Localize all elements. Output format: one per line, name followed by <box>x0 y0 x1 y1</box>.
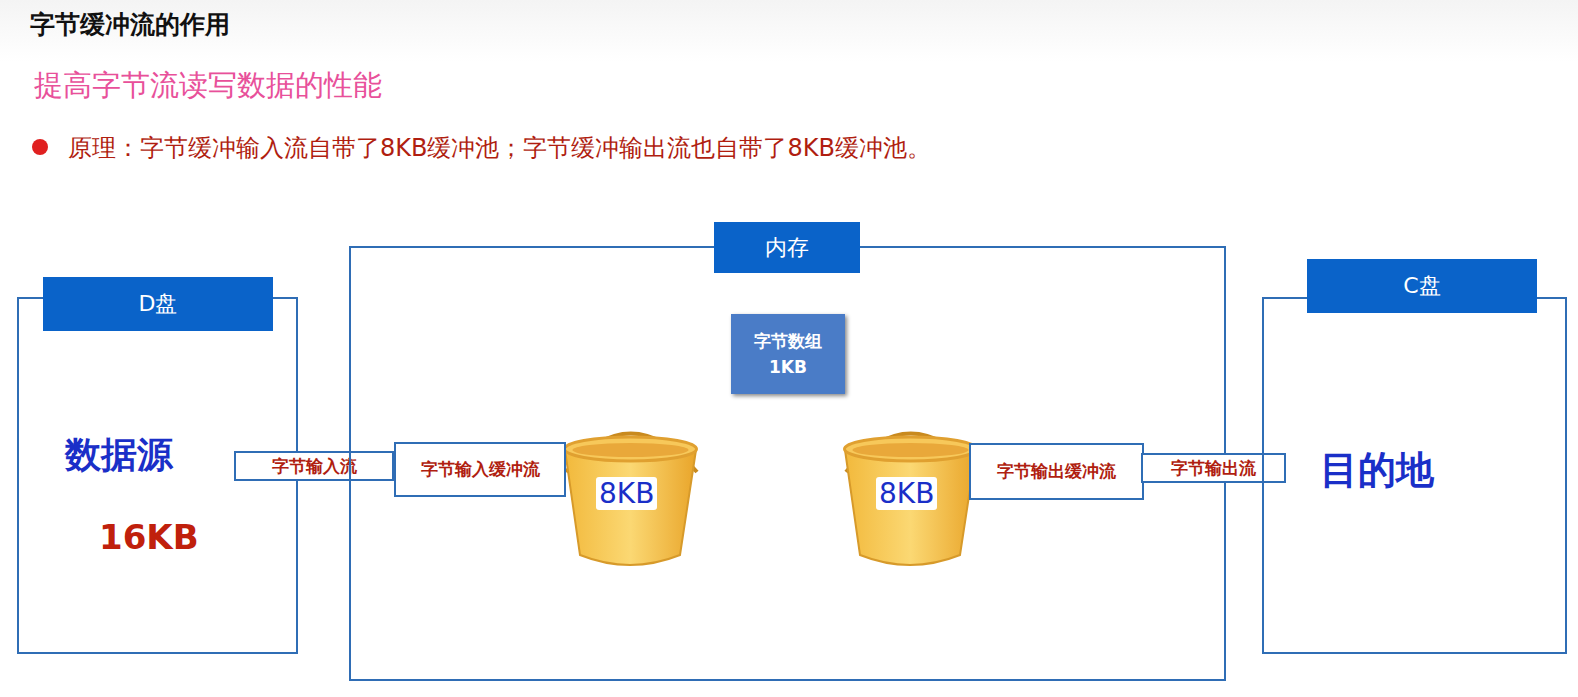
node-box: 内存字节数组 1KB字节输入缓冲流字节输出缓冲流 <box>349 246 1226 681</box>
bullet-dot <box>32 139 48 155</box>
page-title: 字节缓冲流的作用 <box>30 8 230 41</box>
principle-note: 原理：字节缓冲输入流自带了8KB缓冲池；字节缓冲输出流也自带了8KB缓冲池。 <box>68 132 931 164</box>
drive-header: D盘 <box>43 277 273 331</box>
node-box: 字节输入缓冲流 <box>394 442 566 497</box>
bucket-size: 8KB <box>876 477 937 510</box>
stream-label: 字节输入流 <box>272 458 357 475</box>
bucket-size: 8KB <box>596 477 657 510</box>
stream-label: 字节输出流 <box>1171 460 1256 477</box>
node-box: 字节输出缓冲流 <box>969 443 1144 500</box>
subtitle: 提高字节流读写数据的性能 <box>34 66 382 106</box>
node-box: 字节数组 1KB <box>731 314 845 394</box>
node-box: C盘目的地 <box>1262 297 1567 654</box>
buffer-stream-label: 字节输入缓冲流 <box>421 461 540 478</box>
bucket-left <box>565 434 698 566</box>
buffer-stream-label: 字节输出缓冲流 <box>997 463 1116 480</box>
array-label: 字节数组 1KB <box>753 329 823 380</box>
node-box: 字节输出流 <box>1141 453 1286 483</box>
size-label: 16KB <box>99 517 199 557</box>
bucket-right <box>845 434 978 566</box>
drive-header: C盘 <box>1307 259 1537 313</box>
memory-header: 内存 <box>714 222 860 273</box>
node-box: 字节输入流 <box>234 451 394 481</box>
source-label: 数据源 <box>65 431 173 480</box>
destination-label: 目的地 <box>1320 445 1434 496</box>
title-bar <box>0 0 1578 62</box>
